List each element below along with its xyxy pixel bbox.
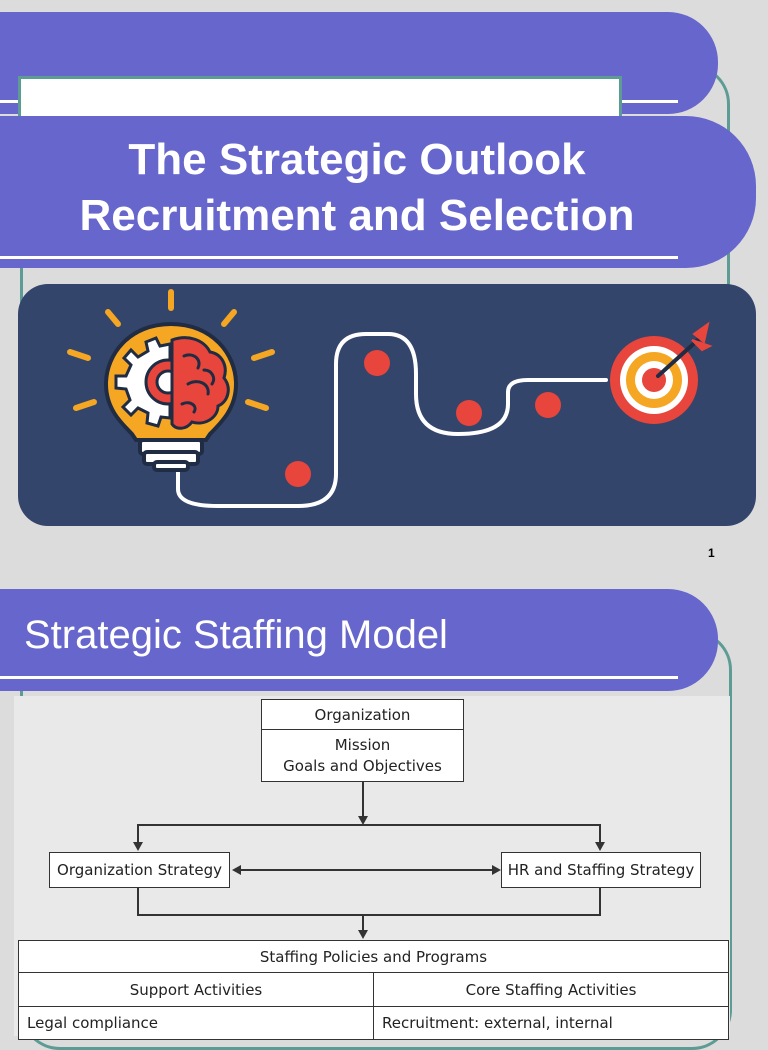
connector-line [240, 869, 492, 871]
milestone-dot [456, 400, 482, 426]
organization-box: Organization [261, 699, 464, 730]
staffing-policies-table-wrap: Staffing Policies and Programs Support A… [18, 940, 729, 1040]
arrow-down-icon [595, 842, 605, 851]
staffing-model-diagram: Organization Mission Goals and Objective… [14, 696, 730, 1040]
arrow-down-icon [133, 842, 143, 851]
slide-title: Strategic Staffing Model [24, 613, 448, 657]
slide-2: Strategic Staffing Model Organization Mi… [0, 580, 768, 1050]
connector-line [137, 824, 601, 826]
title-bar [0, 589, 718, 691]
connector-line [362, 782, 364, 820]
support-activities-header: Support Activities [18, 972, 374, 1007]
slide-title: The Strategic Outlook Recruitment and Se… [0, 132, 714, 244]
brain-icon [170, 336, 230, 430]
table-cell: Legal compliance [18, 1006, 374, 1040]
table-row: Staffing Policies and Programs [18, 940, 729, 973]
arrow-right-icon [492, 865, 501, 875]
slide-1: The Strategic Outlook Recruitment and Se… [0, 12, 756, 560]
milestone-dot [364, 350, 390, 376]
connector-line [137, 888, 139, 916]
connector-line [137, 914, 601, 916]
organization-strategy-box: Organization Strategy [49, 852, 230, 888]
arrow-down-icon [358, 816, 368, 825]
arrow-down-icon [358, 930, 368, 939]
core-activities-header: Core Staffing Activities [373, 972, 729, 1007]
policies-header: Staffing Policies and Programs [18, 940, 729, 973]
strategy-illustration [18, 284, 756, 526]
mission-goals-box: Mission Goals and Objectives [261, 729, 464, 782]
staffing-policies-table: Staffing Policies and Programs Support A… [18, 940, 729, 1040]
milestone-dot [535, 392, 561, 418]
title-bar [0, 116, 756, 268]
title-divider [0, 676, 678, 679]
table-cell: Recruitment: external, internal [373, 1006, 729, 1040]
light-rays [67, 289, 275, 411]
road-path [176, 332, 608, 508]
connector-line [362, 914, 364, 932]
title-divider [0, 256, 678, 259]
connector-line [599, 888, 601, 916]
arrow-left-icon [232, 865, 241, 875]
table-row: Support Activities Core Staffing Activit… [18, 972, 729, 1007]
page-number: 1 [708, 546, 715, 560]
table-row: Legal compliance Recruitment: external, … [18, 1006, 729, 1040]
goals-label: Goals and Objectives [283, 756, 442, 775]
title-line-1: The Strategic Outlook [128, 135, 586, 184]
mission-label: Mission [334, 735, 391, 754]
arrow-icon [656, 321, 713, 378]
milestone-dot [285, 461, 311, 487]
connector-line [599, 824, 601, 842]
title-line-2: Recruitment and Selection [79, 191, 635, 240]
illustration-graphic [67, 289, 713, 508]
hr-staffing-strategy-box: HR and Staffing Strategy [501, 852, 701, 888]
connector-line [137, 824, 139, 842]
